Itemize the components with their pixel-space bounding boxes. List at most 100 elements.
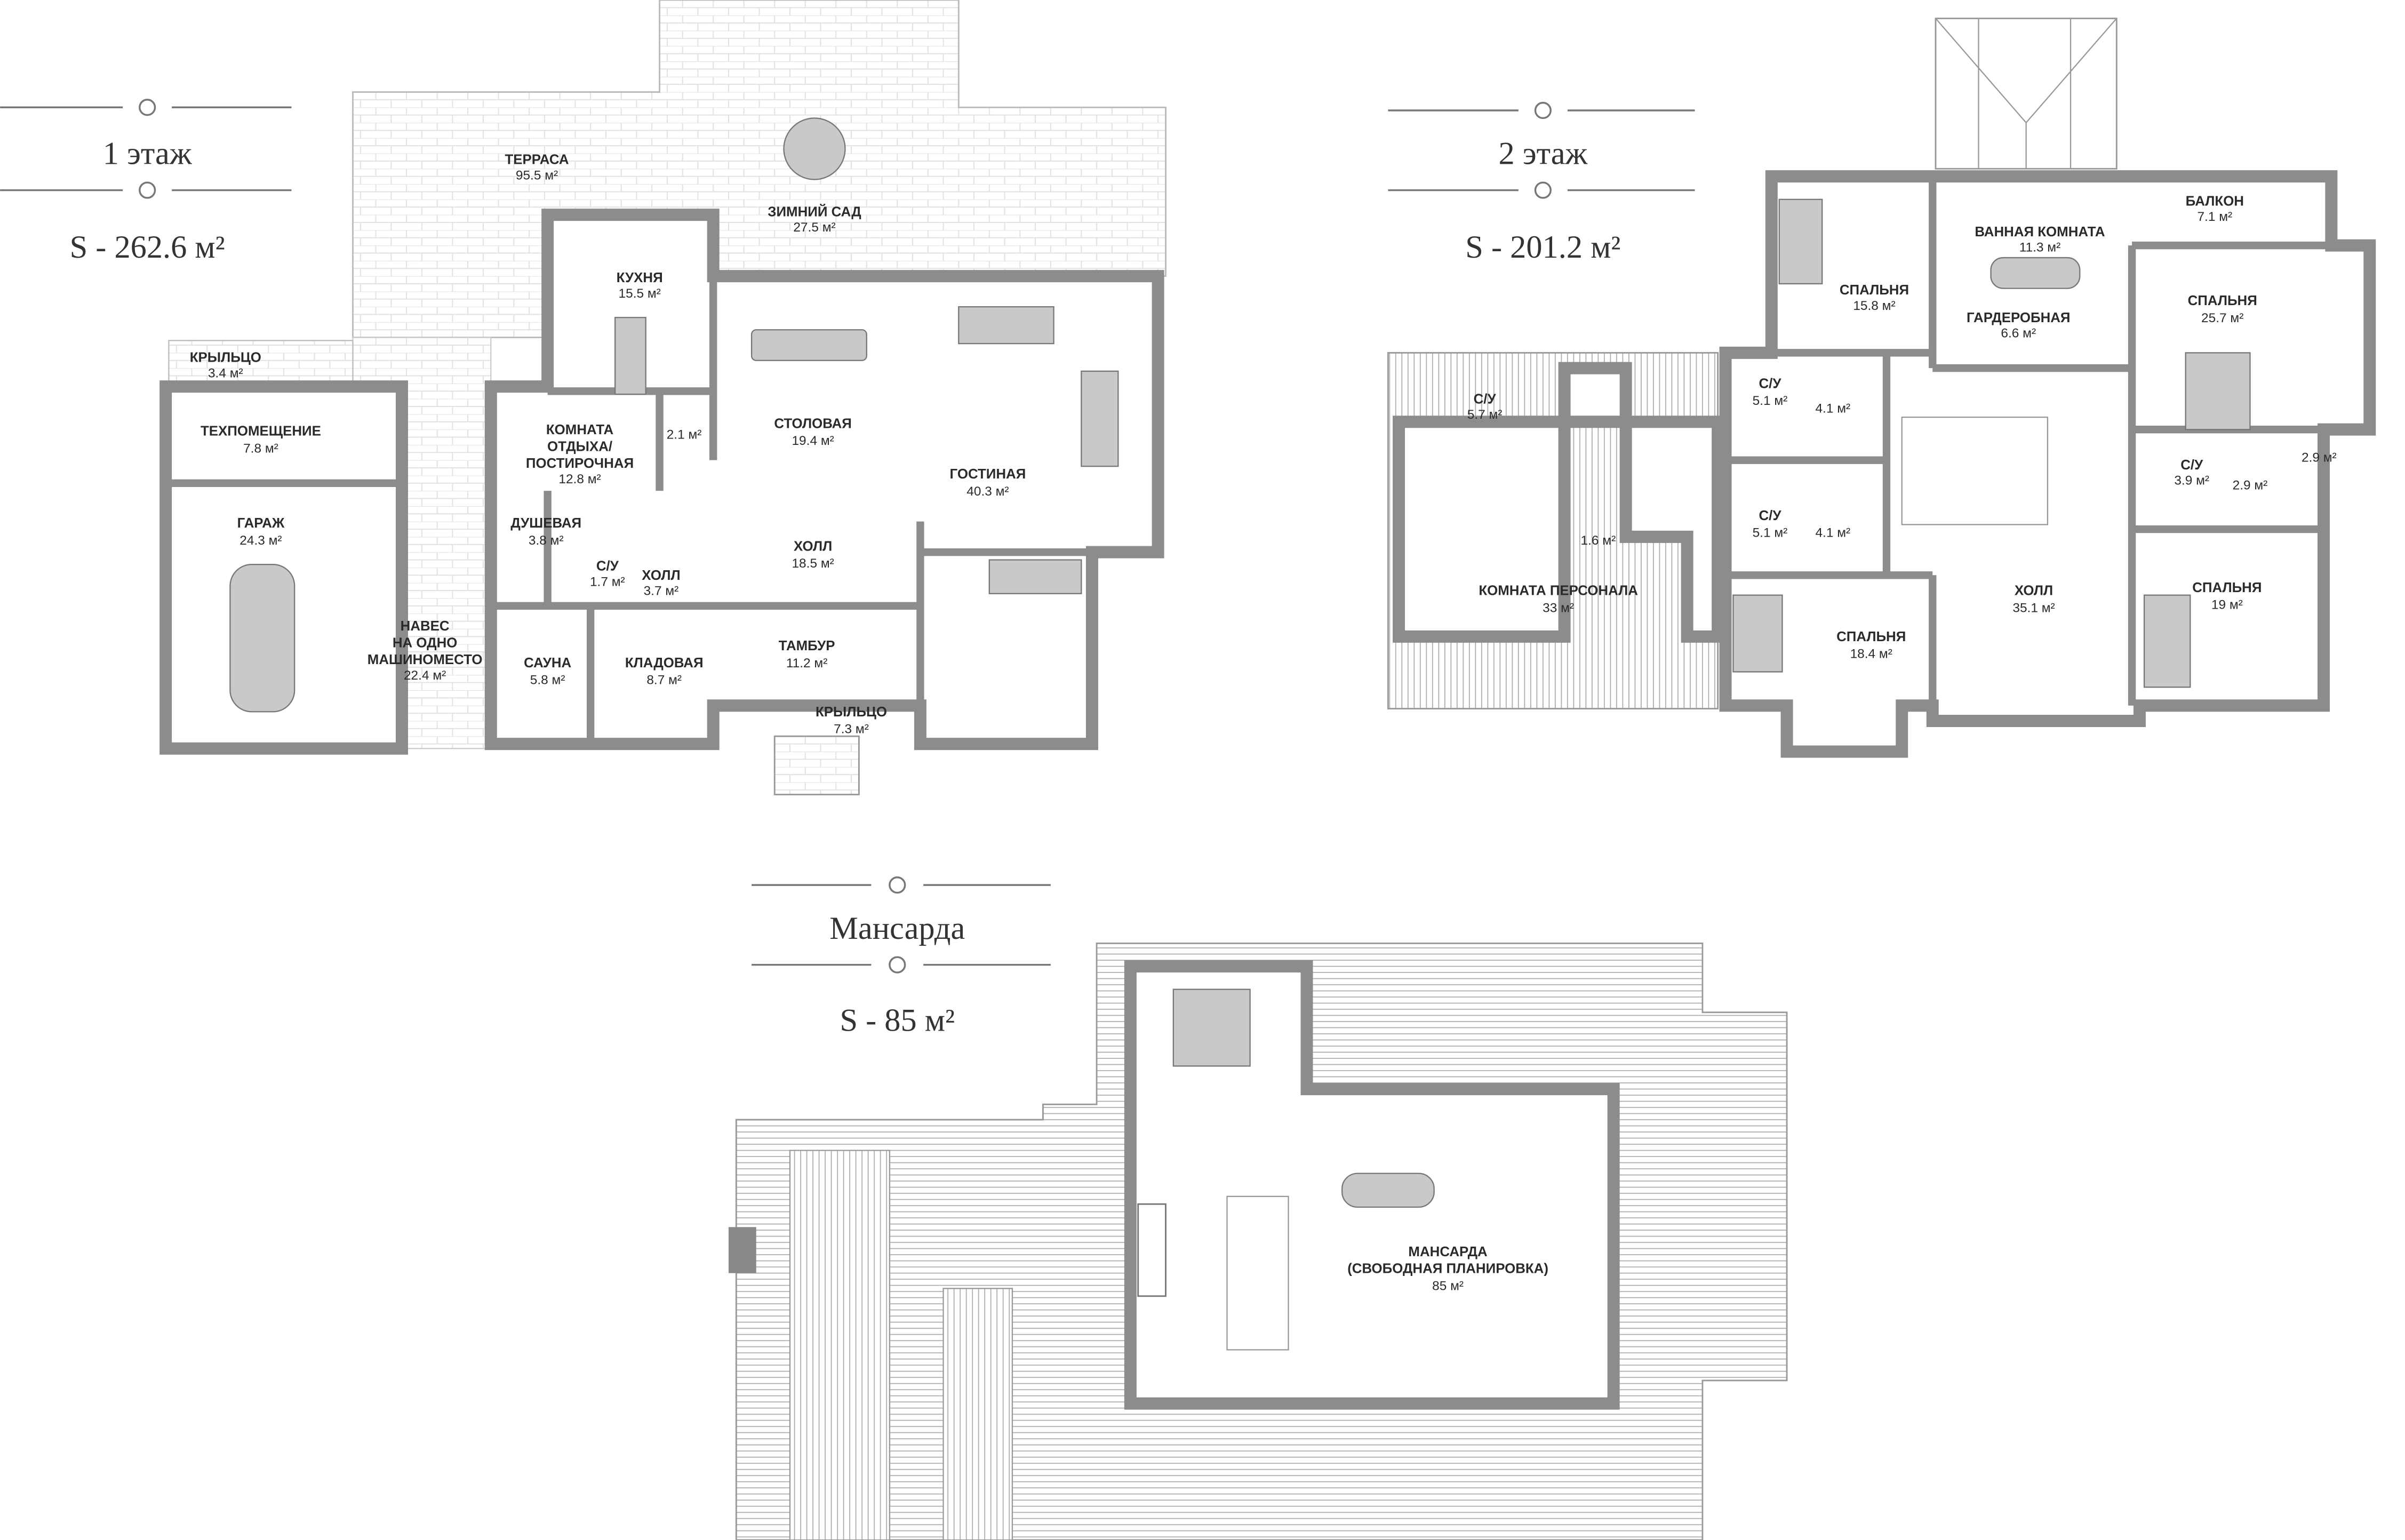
sofa-icon (988, 559, 1082, 594)
room-area: 22.4 м² (404, 668, 446, 683)
winter-garden-roof (1935, 18, 2118, 170)
room-name: МАНСАРДА (1408, 1244, 1487, 1259)
room-area: 85 м² (1432, 1279, 1464, 1293)
room-area: 6.6 м² (2001, 326, 2036, 341)
room-area: 5.1 м² (1753, 525, 1788, 540)
floor-2-total-area: S - 201.2 м² (1465, 229, 1620, 265)
room-area: 19 м² (2211, 598, 2243, 612)
room-name: ГОСТИНАЯ (950, 467, 1026, 482)
room-name: КУХНЯ (617, 270, 663, 285)
bathtub-icon (1990, 257, 2081, 289)
roof-slope (942, 1288, 1013, 1540)
room-name: С/У (1474, 392, 1497, 406)
room-name: ТАМБУР (779, 639, 835, 653)
floor-2-title: 2 этаж (1498, 136, 1587, 172)
room-name: ОТДЫХА/ (547, 439, 612, 454)
floor-2-plan: 2 этаж S - 201.2 м² СПАЛЬНЯ 15.8 м² ВАНН… (1387, 18, 2376, 758)
room-name: ТЕРРАСА (505, 153, 569, 167)
attic-heading: Мансарда S - 85 м² (752, 876, 1051, 1038)
dining-table-icon (750, 329, 867, 361)
room-name: СПАЛЬНЯ (2192, 580, 2262, 595)
room-name: НА ОДНО (393, 635, 458, 650)
room-name: ХОЛЛ (642, 568, 680, 583)
attic-total-area: S - 85 м² (840, 1002, 955, 1038)
room-name: ВАННАЯ КОМНАТА (1975, 225, 2105, 240)
floor-1-heading: 1 этаж S - 262.6 м² (0, 99, 292, 265)
room-name: ТЕХПОМЕЩЕНИЕ (201, 424, 321, 439)
room-area: 11.2 м² (786, 656, 827, 671)
room-area: 1.7 м² (590, 574, 625, 589)
room-name: КРЫЛЬЦО (190, 350, 261, 365)
room-area: 3.7 м² (644, 584, 679, 599)
table-icon (1341, 1172, 1435, 1208)
ornament-divider (0, 106, 292, 191)
room-name: С/У (1759, 508, 1781, 523)
room-area: 18.5 м² (792, 556, 834, 571)
room-area: 8.7 м² (646, 673, 682, 687)
kitchen-island-icon (614, 317, 646, 395)
bed-icon (1778, 198, 1823, 285)
round-table-icon (783, 117, 846, 180)
room-area: 4.1 м² (1815, 402, 1850, 416)
staircase (1901, 416, 2049, 525)
room-area: 5.1 м² (1753, 394, 1788, 408)
shelf-icon (1137, 1203, 1166, 1297)
staircase (1226, 1195, 1289, 1351)
room-name: ХОЛЛ (2015, 584, 2053, 599)
car-icon (229, 564, 295, 713)
room-name: СПАЛЬНЯ (2188, 293, 2257, 308)
room-area: 40.3 м² (966, 484, 1009, 499)
room-name: СТОЛОВАЯ (774, 416, 852, 431)
ornament-divider (752, 884, 1051, 966)
room-name: КЛАДОВАЯ (625, 656, 704, 671)
room-name: КРЫЛЬЦО (816, 705, 887, 720)
floor-1-total-area: S - 262.6 м² (70, 229, 225, 265)
room-area: 5.7 м² (1467, 408, 1503, 422)
sofa-icon (958, 306, 1054, 345)
chimney (728, 1227, 756, 1273)
room-area: 3.9 м² (2174, 474, 2209, 488)
room-area: 15.8 м² (1853, 299, 1895, 313)
room-name: СПАЛЬНЯ (1836, 629, 1906, 644)
room-name: БАЛКОН (2186, 194, 2244, 209)
room-area: 35.1 м² (2012, 601, 2055, 615)
room-area: 27.5 м² (793, 220, 835, 235)
room-area: 2.9 м² (2302, 451, 2337, 465)
staff-room-walls (1393, 362, 1724, 643)
floor-2-heading: 2 этаж S - 201.2 м² (1388, 101, 1695, 265)
floor-1-plan: 1 этаж S - 262.6 м² ТЕРРАСА 95.5 м² ЗИМН… (0, 0, 1166, 795)
svg-text:ТЕРРАСА: ТЕРРАСА (505, 153, 569, 167)
room-name: С/У (596, 559, 619, 574)
room-area: 4.1 м² (1815, 525, 1850, 540)
bed-icon (2185, 352, 2251, 430)
room-area: 7.3 м² (834, 722, 869, 736)
room-name: ГАРАЖ (237, 516, 285, 531)
room-name: МАШИНОМЕСТО (367, 652, 483, 667)
attic-title: Мансарда (829, 911, 965, 946)
room-area: 7.1 м² (2197, 210, 2232, 224)
sofa-icon (1081, 370, 1119, 467)
room-area: 19.4 м² (792, 434, 834, 448)
attic-plan: Мансарда S - 85 м² МАНСАРДА (СВОБОДНАЯ П… (728, 876, 1788, 1540)
room-area: 3.4 м² (208, 366, 243, 380)
room-name: КОМНАТА ПЕРСОНАЛА (1479, 584, 1638, 599)
room-area: 24.3 м² (239, 533, 282, 548)
room-area: 25.7 м² (2201, 311, 2243, 325)
bed-icon (1732, 594, 1783, 673)
bed-icon (1172, 988, 1251, 1067)
room-name: НАВЕС (401, 619, 450, 634)
room-area: 12.8 м² (558, 472, 601, 486)
room-area: 1.6 м² (1581, 533, 1616, 548)
room-area: 33 м² (1543, 601, 1574, 615)
room-area: 95.5 м² (516, 168, 558, 182)
room-name: ГАРДЕРОБНАЯ (1967, 310, 2071, 325)
bed-icon (2143, 594, 2191, 688)
room-name: СПАЛЬНЯ (1840, 283, 1909, 298)
entrance-steps (773, 735, 860, 795)
floor-1-title: 1 этаж (103, 136, 192, 172)
room-area: 7.8 м² (243, 441, 278, 456)
room-area: 18.4 м² (1850, 647, 1892, 661)
room-name: ХОЛЛ (794, 539, 832, 554)
room-area: 5.8 м² (530, 673, 565, 687)
roof-slope (789, 1150, 891, 1540)
